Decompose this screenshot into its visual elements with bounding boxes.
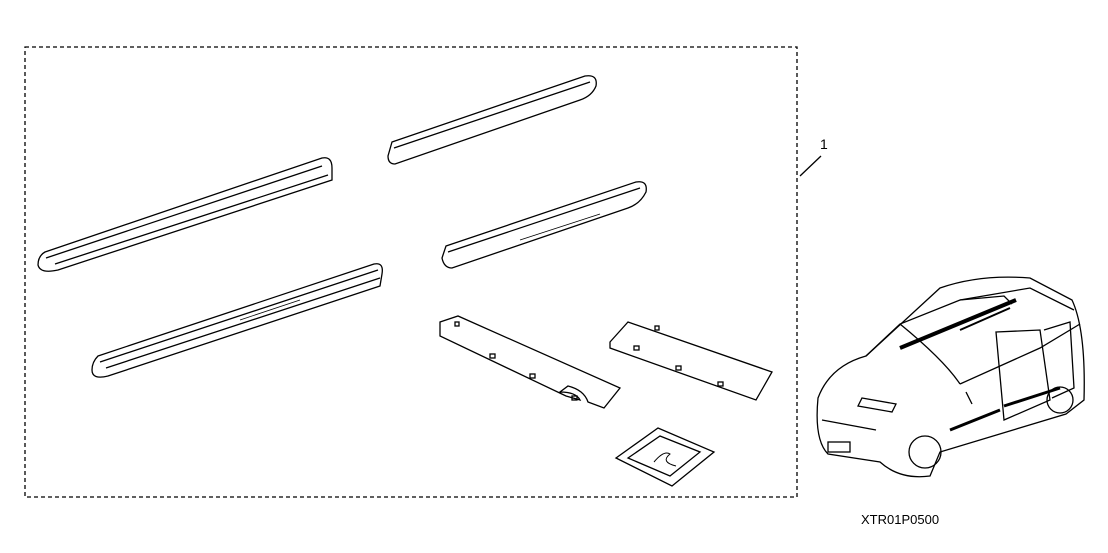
- molding-long-upper-left: [37, 157, 333, 272]
- vehicle-illustration: [816, 276, 1085, 478]
- diagram-code: XTR01P0500: [861, 512, 940, 527]
- kit-boundary-box: [24, 46, 798, 498]
- molding-long-lower: [91, 263, 383, 378]
- adhesive-pad: [614, 427, 716, 487]
- molding-short-upper-right: [387, 75, 597, 165]
- callout-leader-line: [799, 155, 822, 177]
- template-sheet-b: [609, 321, 773, 401]
- template-sheet-a: [439, 315, 622, 409]
- callout-number: 1: [820, 136, 828, 152]
- molding-middle-right: [441, 181, 647, 269]
